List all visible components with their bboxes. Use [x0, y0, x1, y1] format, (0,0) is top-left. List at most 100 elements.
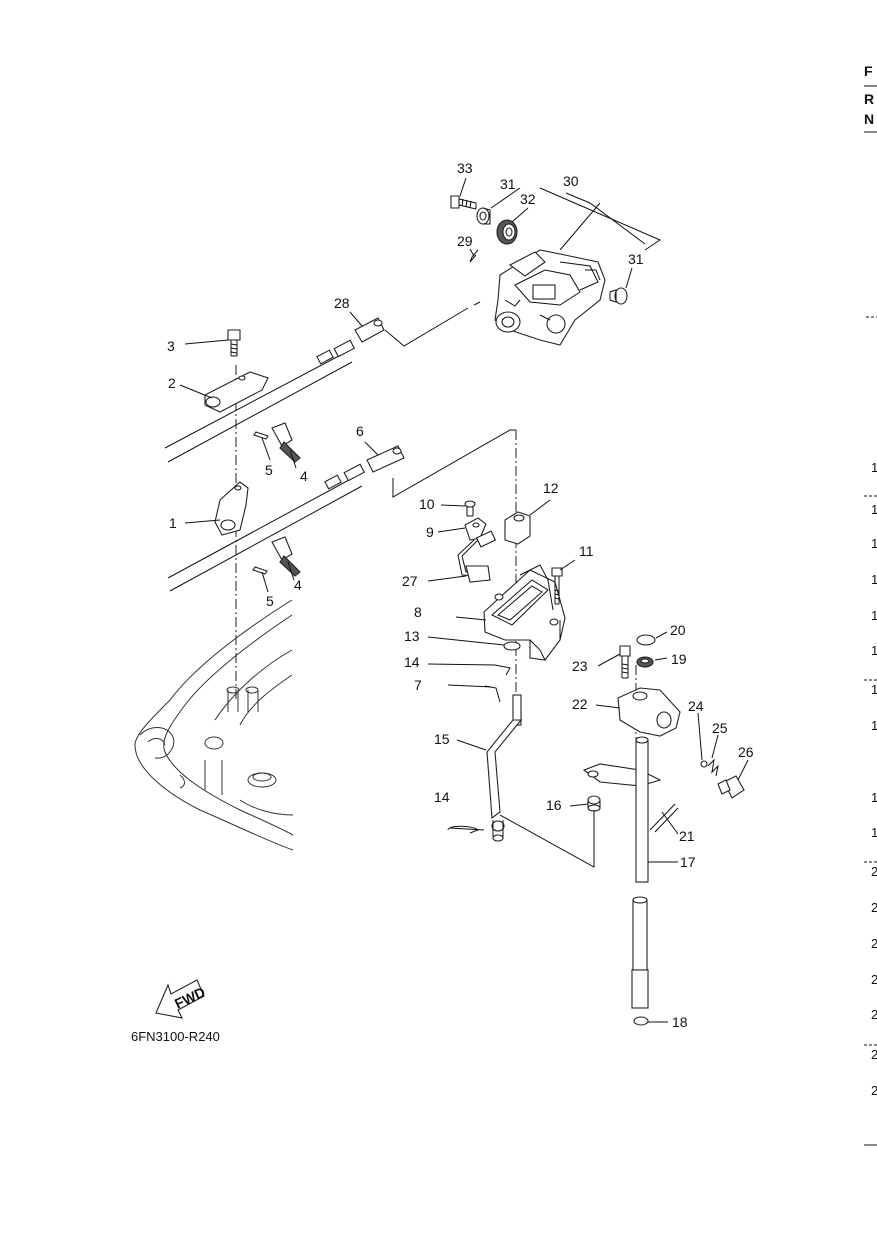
throttle-cable	[167, 463, 366, 592]
callout-30: 30	[563, 173, 579, 189]
callout-29: 29	[457, 233, 473, 249]
edge-row: 2	[871, 864, 877, 879]
callout-4-lower: 4	[294, 577, 302, 593]
edge-row: 2	[871, 1047, 877, 1062]
linkage-line-6	[392, 429, 516, 498]
edge-header-r: R	[864, 91, 874, 107]
callout-14-upper: 14	[404, 654, 420, 670]
callout-14-lower: 14	[434, 789, 450, 805]
part-1-bracket	[214, 481, 249, 536]
fwd-arrow-icon: FWD	[155, 979, 208, 1019]
edge-row: 1	[871, 608, 877, 623]
part-code: 6FN3100-R240	[131, 1029, 220, 1044]
callout-8: 8	[414, 604, 422, 620]
part-14-clip-upper	[494, 664, 511, 676]
edge-header-n: N	[864, 111, 874, 127]
callout-11: 11	[579, 543, 594, 559]
callout-27: 27	[402, 573, 418, 589]
part-2-bracket	[204, 371, 269, 413]
callout-5-lower: 5	[266, 593, 274, 609]
part-10-screw	[464, 500, 476, 517]
callout-4-upper: 4	[300, 468, 308, 484]
part-24-ball	[700, 760, 708, 768]
edge-row: 1	[871, 643, 877, 658]
callout-22: 22	[572, 696, 588, 712]
lower-cowling-outline	[134, 599, 294, 851]
callout-21: 21	[679, 828, 695, 844]
part-5-pin-lower	[252, 566, 268, 575]
callout-25: 25	[712, 720, 728, 736]
callout-31-right: 31	[628, 251, 644, 267]
callout-32: 32	[520, 191, 536, 207]
part-8-plate	[483, 564, 566, 661]
part-33-screw	[450, 195, 477, 210]
linkage-line-28	[384, 301, 481, 347]
part-13-washer	[503, 641, 521, 651]
callout-19: 19	[671, 651, 687, 667]
part-22-bracket	[617, 687, 681, 737]
part-11-bolt	[551, 567, 563, 605]
callout-23: 23	[572, 658, 588, 674]
callout-24: 24	[688, 698, 704, 714]
callout-20: 20	[670, 622, 686, 638]
part-6-cable-joint	[366, 445, 405, 473]
callout-12: 12	[543, 480, 559, 496]
part-17-shift-shaft	[631, 736, 649, 1009]
linkage-line-15-16	[499, 810, 595, 868]
part-5-pin-upper	[253, 431, 269, 440]
callout-10: 10	[419, 496, 435, 512]
callout-28: 28	[334, 295, 350, 311]
part-23-bolt	[619, 645, 631, 679]
callout-5-upper: 5	[265, 462, 273, 478]
callout-15: 15	[434, 731, 450, 747]
part-29-pin	[469, 249, 479, 263]
part-18-o-ring	[633, 1016, 649, 1026]
part-12-block	[504, 511, 531, 545]
callout-9: 9	[426, 524, 434, 540]
right-edge-table-fragment: F R N 1 1 1 1 1 1 1 1 1 1 2 2 2 2 2 2 2	[864, 63, 877, 1146]
callout-16: 16	[546, 797, 562, 813]
callout-1: 1	[169, 515, 177, 531]
edge-row: 2	[871, 936, 877, 951]
callout-2: 2	[168, 375, 176, 391]
edge-row: 1	[871, 790, 877, 805]
edge-row: 1	[871, 572, 877, 587]
part-31-collar-left	[476, 207, 491, 225]
part-3-bolt	[227, 329, 241, 357]
part-7-pin	[484, 685, 501, 703]
callout-26: 26	[738, 744, 754, 760]
callout-13: 13	[404, 628, 420, 644]
part-28-cable-joint	[354, 317, 385, 343]
edge-header-f: F	[864, 63, 873, 79]
callout-6: 6	[356, 423, 364, 439]
edge-row: 1	[871, 718, 877, 733]
shift-cable	[164, 339, 356, 463]
callout-3: 3	[167, 338, 175, 354]
callout-labels: 1 2 3 4 4 5 5 6 7 8 9 10 11 12 13 14 14 …	[167, 160, 754, 1030]
fwd-label: FWD	[172, 984, 208, 1012]
edge-row: 1	[871, 460, 877, 475]
part-30-control-unit	[494, 249, 606, 346]
part-9-bracket	[464, 517, 487, 541]
edge-row: 1	[871, 682, 877, 697]
part-27-cable-stay	[457, 530, 497, 583]
callout-33: 33	[457, 160, 473, 176]
edge-row: 1	[871, 825, 877, 840]
edge-row: 2	[871, 900, 877, 915]
part-4-clip-upper	[271, 422, 301, 463]
callout-17: 17	[680, 854, 696, 870]
part-19-bushing	[636, 656, 654, 668]
part-32-grommet	[496, 219, 518, 245]
edge-row: 1	[871, 502, 877, 517]
part-31-collar-right	[609, 287, 628, 305]
callout-31-left: 31	[500, 176, 516, 192]
edge-row: 2	[871, 1007, 877, 1022]
part-15-lever	[486, 694, 523, 842]
part-4-clip-lower	[271, 536, 301, 577]
callout-7: 7	[414, 677, 422, 693]
part-25-spring	[707, 758, 719, 777]
callout-18: 18	[672, 1014, 688, 1030]
leader-lines	[179, 177, 749, 1023]
part-20-washer	[636, 634, 656, 646]
